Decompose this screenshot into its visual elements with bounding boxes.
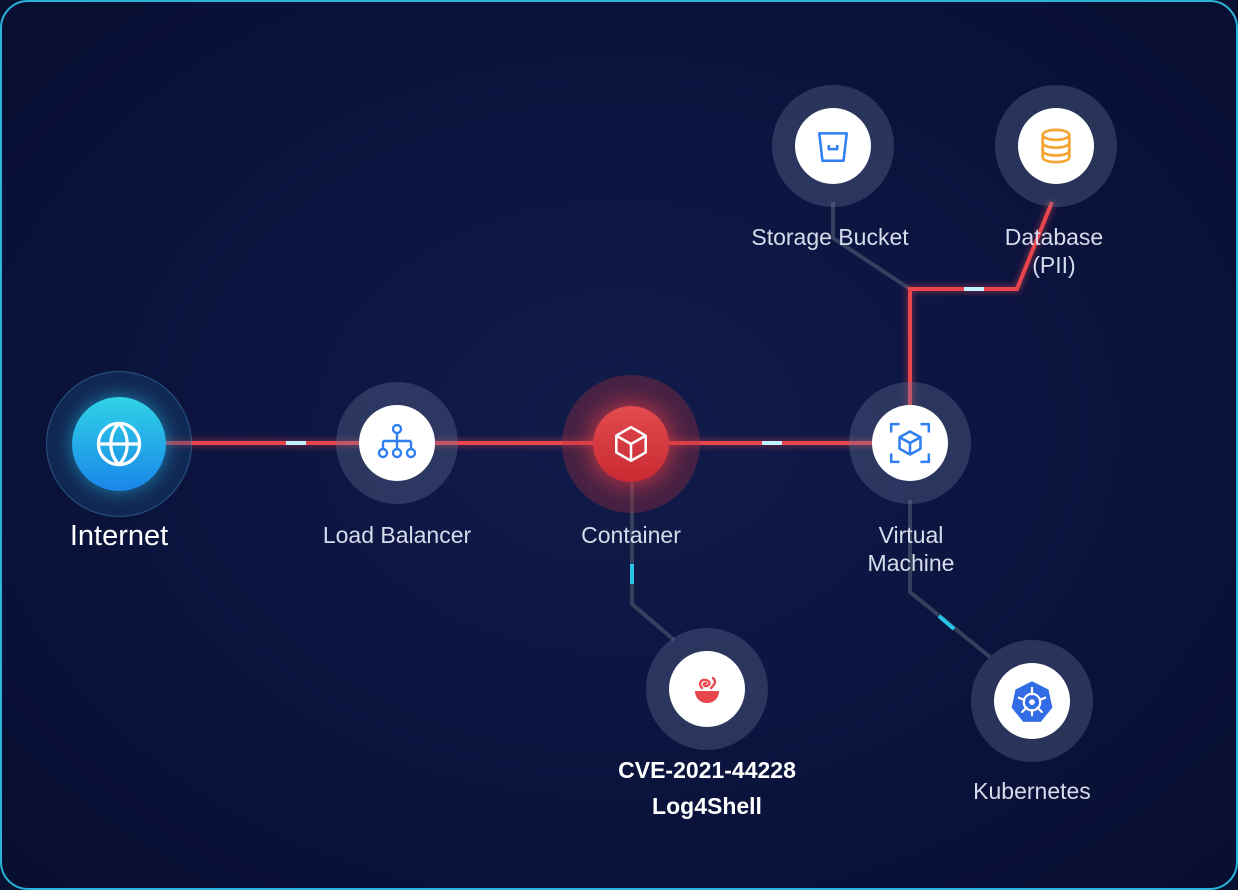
kubernetes-label: Kubernetes	[973, 778, 1091, 804]
internet-label: Internet	[69, 520, 169, 552]
load-balancer-label: Load Balancer	[322, 522, 472, 548]
vulnerability-label: CVE-2021-44228 Log4Shell	[572, 752, 842, 824]
virtual-machine-node[interactable]	[849, 382, 971, 504]
pulse-marker	[762, 441, 782, 445]
database-icon	[1041, 128, 1071, 164]
cve-id-label: CVE-2021-44228	[618, 757, 796, 783]
cve-name-label: Log4Shell	[652, 793, 762, 819]
internet-node[interactable]	[46, 371, 192, 517]
link-vm-kubernetes	[908, 500, 992, 659]
pulse-marker	[937, 614, 956, 631]
storage-bucket-node[interactable]	[772, 85, 894, 207]
kubernetes-helm-icon	[1011, 681, 1053, 722]
pulse-marker	[286, 441, 306, 445]
virtual-machine-label-line2: Machine	[867, 550, 955, 576]
link-storage-junction	[831, 202, 912, 291]
bucket-icon	[818, 132, 848, 163]
globe-icon	[96, 421, 142, 467]
log4j-icon	[695, 676, 719, 703]
container-node[interactable]	[562, 375, 700, 513]
database-label-line2: (PII)	[1032, 252, 1076, 278]
attack-path-vm-to-database	[908, 201, 1054, 412]
link-container-vulnerability	[630, 482, 676, 642]
virtual-machine-icon	[889, 422, 931, 464]
container-label: Container	[581, 522, 681, 548]
storage-bucket-label: Storage Bucket	[751, 224, 909, 250]
vulnerability-node[interactable]	[646, 628, 768, 750]
load-balancer-node[interactable]	[336, 382, 458, 504]
virtual-machine-label: Virtual Machine	[831, 521, 991, 577]
network-hierarchy-icon	[377, 423, 417, 459]
database-label: Database (PII)	[974, 223, 1134, 279]
cube-icon	[615, 425, 647, 463]
database-node[interactable]	[995, 85, 1117, 207]
pulse-marker	[964, 287, 984, 291]
pulse-marker	[630, 564, 634, 584]
kubernetes-node[interactable]	[971, 640, 1093, 762]
virtual-machine-label-line1: Virtual	[878, 522, 944, 548]
database-label-line1: Database	[1004, 224, 1104, 250]
